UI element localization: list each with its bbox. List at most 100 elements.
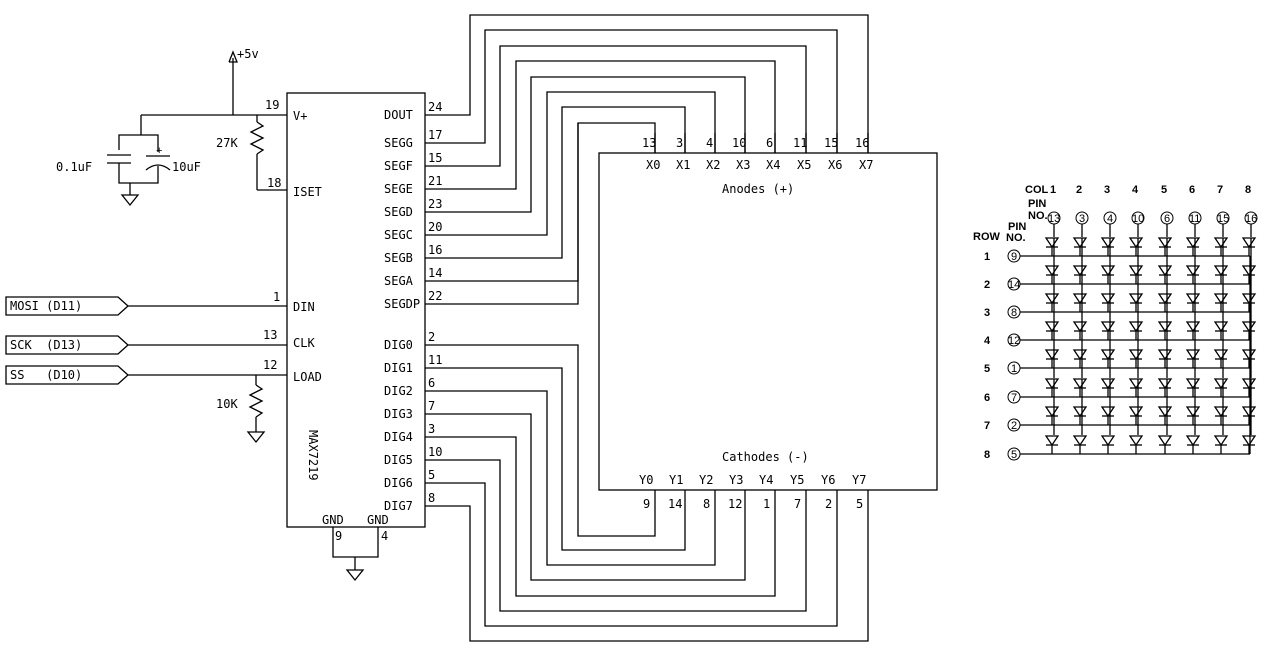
anode-wire-0 [425,122,656,282]
anode-label-1: X1 [676,158,690,172]
led-diode-icon-r3c7 [1213,293,1229,305]
led-col-4: 4 [1132,184,1139,196]
led-diode-icon-r7c2 [1072,406,1088,418]
pin-num-gnd-4: 4 [381,529,388,543]
pin-name-dig0: DIG0 [384,338,413,352]
led-diode-icon-r3c6 [1185,293,1201,305]
max7219-chip [286,92,426,528]
led-diode-icon-r2c1 [1044,265,1060,277]
wiring [425,14,869,642]
led-diode-icon-r5c4 [1128,349,1144,361]
anode-pin-6: 15 [824,136,838,150]
led-diode-icon-r1c8 [1241,237,1257,249]
pin-num-iset: 18 [267,176,281,190]
led-diode-icon-r4c5 [1157,321,1173,333]
load-resistor-icon [248,384,264,418]
input-connector-sck[interactable] [5,335,129,355]
pin-num-gnd-9: 9 [335,529,342,543]
led-diode-icon-r5c2 [1072,349,1088,361]
input-connector-mosi[interactable] [5,296,129,316]
led-pin-no-row-2: NO. [1006,232,1026,244]
pin-name-din: DIN [293,300,315,314]
led-diode-icon-r6c8 [1241,378,1257,390]
led-diode-icon-r2c7 [1213,265,1229,277]
led-col-pin-4: 10 [1132,213,1144,225]
led-diode-icon-r2c5 [1157,265,1173,277]
pin-num-clk: 13 [263,328,277,342]
cathode-wire-5 [425,459,807,612]
led-diode-icon-r5c6 [1185,349,1201,361]
c2-plus: + [156,145,162,157]
anode-label-4: X4 [766,158,780,172]
input-connector-ss[interactable] [5,365,129,385]
led-diode-icon-r8c3 [1100,435,1116,447]
led-row-8: 8 [984,449,990,461]
led-row-6: 6 [984,392,990,404]
cathode-pin-0: 9 [643,497,650,511]
led-col-2: 2 [1076,184,1082,196]
pin-name-segg: SEGG [384,136,413,150]
anode-label-5: X5 [797,158,811,172]
cathode-pin-4: 1 [763,497,770,511]
cathode-label-3: Y3 [729,473,743,487]
input-label-sck: SCK (D13) [10,338,82,352]
chip-name: MAX7219 [306,430,320,481]
pin-num-dig3: 7 [428,399,435,413]
pin-name-load: LOAD [293,370,322,384]
led-diode-icon-r5c1 [1044,349,1060,361]
led-diode-icon-r1c1 [1044,237,1060,249]
led-col-7: 7 [1217,184,1223,196]
led-diode-icon-r5c8 [1241,349,1257,361]
led-diode-icon-r4c2 [1072,321,1088,333]
led-diode-icon-r6c6 [1185,378,1201,390]
pin-name-dig7: DIG7 [384,499,413,513]
cathode-label-7: Y7 [852,473,866,487]
led-diode-icon-r6c3 [1100,378,1116,390]
led-diode-icon-r2c8 [1241,265,1257,277]
led-diode-icon-r2c3 [1100,265,1116,277]
led-diode-icon-r3c5 [1157,293,1173,305]
led-diode-icon-r6c1 [1044,378,1060,390]
pin-num-vplus: 19 [265,98,279,112]
pin-name-dig2: DIG2 [384,384,413,398]
led-diode-icon-r4c8 [1241,321,1257,333]
cathode-pin-3: 12 [728,497,742,511]
pin-num-dig4: 3 [428,422,435,436]
led-diode-icon-r6c7 [1213,378,1229,390]
chip-right-pins: DOUT24SEGG17SEGF15SEGE21SEGD23SEGC20SEGB… [384,100,442,513]
led-diode-icon-r5c7 [1213,349,1229,361]
led-pin-no-col-2: NO. [1028,210,1048,222]
led-col-8: 8 [1245,184,1251,196]
led-diode-icon-r1c2 [1072,237,1088,249]
led-diode-icon-r1c7 [1213,237,1229,249]
cap-wire-bottom [118,163,159,184]
led-row-7: 7 [984,420,990,432]
led-diode-icon-r4c3 [1100,321,1116,333]
led-row-pin-4: 12 [1008,335,1020,347]
led-diode-icon-r4c6 [1185,321,1201,333]
pin-num-dig7: 8 [428,491,435,505]
cathode-pin-1: 14 [668,497,682,511]
pin-name-segf: SEGF [384,159,413,173]
led-pin-no-col-1: PIN [1028,198,1046,210]
led-diode-icon-r3c3 [1100,293,1116,305]
led-row-pin-8: 5 [1011,449,1017,461]
inputs: MOSI (D11) SCK (D13) SS (D10) 10K [5,296,287,444]
anode-label-7: X7 [859,158,873,172]
pin-num-dig0: 2 [428,330,435,344]
cathode-label-4: Y4 [759,473,773,487]
led-diode-icon-r4c7 [1213,321,1229,333]
pin-num-dout: 24 [428,100,442,114]
led-col-pin-3: 4 [1107,213,1113,225]
led-row-pin-2: 14 [1008,279,1020,291]
pin-name-dig4: DIG4 [384,430,413,444]
led-col-pin-7: 15 [1217,213,1229,225]
led-col-5: 5 [1161,184,1167,196]
led-diode-icon-r8c5 [1157,435,1173,447]
led-row-1: 1 [984,251,990,263]
anode-pin-2: 4 [706,136,713,150]
vcc-label: +5v [237,47,259,61]
led-diode-icon-r7c5 [1157,406,1173,418]
pin-num-segd: 23 [428,197,442,211]
